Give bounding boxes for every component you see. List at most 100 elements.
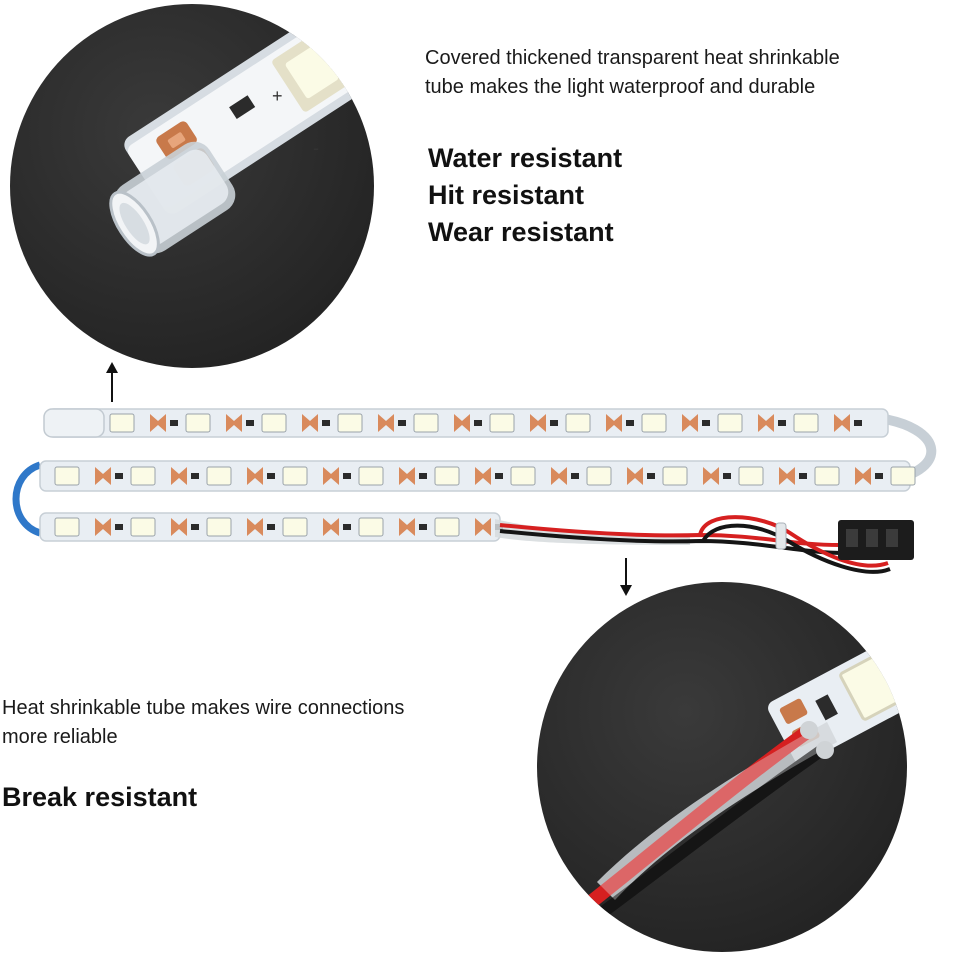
led-chip (358, 517, 384, 537)
led-chip (130, 517, 156, 537)
copper-cut-pad (95, 518, 111, 536)
end-cap-closeup-photo: + - (10, 4, 374, 368)
resistor-chip (246, 420, 254, 426)
led-chip (662, 466, 688, 486)
led-chip (793, 413, 819, 433)
wire-connection-caption-line-1: Heat shrinkable tube makes wire connecti… (2, 697, 405, 719)
led-chip (282, 517, 308, 537)
resistor-chip (875, 473, 883, 479)
copper-cut-pad (551, 467, 567, 485)
copper-cut-pad (171, 518, 187, 536)
copper-cut-pad (226, 414, 242, 432)
led-chip (109, 413, 135, 433)
led-chip (261, 413, 287, 433)
resistor-chip (267, 473, 275, 479)
copper-cut-pad (323, 518, 339, 536)
led-chip (586, 466, 612, 486)
wire-joint-closeup-illustration (537, 613, 907, 952)
wire-connection-caption: Heat shrinkable tube makes wire connecti… (2, 694, 404, 752)
resistor-chip (170, 420, 178, 426)
resistor-chip (778, 420, 786, 426)
copper-cut-pad (606, 414, 622, 432)
led-chip (717, 413, 743, 433)
resistor-chip (267, 524, 275, 530)
resistor-chip (702, 420, 710, 426)
led-chip (337, 413, 363, 433)
feature-wear-resistant: Wear resistant (428, 217, 614, 247)
led-chip (358, 466, 384, 486)
resistor-chip (398, 420, 406, 426)
resistor-chip (723, 473, 731, 479)
waterproof-caption-line-2: tube makes the light waterproof and dura… (425, 76, 816, 98)
resistor-chip (115, 473, 123, 479)
led-chip (282, 466, 308, 486)
resistor-chip (343, 473, 351, 479)
resistor-chip (191, 473, 199, 479)
resistor-chip (854, 420, 862, 426)
copper-cut-pad (475, 518, 491, 536)
led-row-middle (54, 466, 916, 486)
copper-cut-pad (399, 518, 415, 536)
resistor-chip (550, 420, 558, 426)
copper-cut-pad (703, 467, 719, 485)
resistor-chip (191, 524, 199, 530)
wire-connection-caption-line-2: more reliable (2, 726, 118, 748)
end-cap-closeup-illustration: + - (109, 4, 374, 257)
copper-cut-pad (399, 467, 415, 485)
resistor-chip (419, 524, 427, 530)
arrow-up-icon (104, 362, 120, 402)
resistor-chip (115, 524, 123, 530)
led-chip (130, 466, 156, 486)
led-chip (510, 466, 536, 486)
wire-joint-closeup-photo (537, 582, 907, 952)
plus-pad-label: + (272, 86, 283, 106)
resistor-chip (343, 524, 351, 530)
led-chip (738, 466, 764, 486)
top-feature-list: Water resistant Hit resistant Wear resis… (428, 140, 622, 251)
copper-cut-pad (171, 467, 187, 485)
resistor-chip (322, 420, 330, 426)
resistor-chip (474, 420, 482, 426)
waterproof-caption-line-1: Covered thickened transparent heat shrin… (425, 47, 840, 69)
led-strip-illustration (12, 408, 937, 574)
copper-cut-pad (323, 467, 339, 485)
wire-connector (838, 520, 914, 560)
resistor-chip (495, 473, 503, 479)
led-chip (206, 517, 232, 537)
led-chip (434, 466, 460, 486)
copper-cut-pad (95, 467, 111, 485)
copper-cut-pad (150, 414, 166, 432)
waterproof-caption: Covered thickened transparent heat shrin… (425, 44, 840, 102)
copper-cut-pad (378, 414, 394, 432)
copper-cut-pad (627, 467, 643, 485)
resistor-chip (571, 473, 579, 479)
resistor-chip (419, 473, 427, 479)
led-chip (54, 517, 80, 537)
copper-cut-pad (779, 467, 795, 485)
copper-cut-pad (475, 467, 491, 485)
bottom-feature-list: Break resistant (2, 779, 197, 816)
copper-cut-pad (302, 414, 318, 432)
led-chip (814, 466, 840, 486)
feature-water-resistant: Water resistant (428, 143, 623, 173)
resistor-chip (799, 473, 807, 479)
led-chip (890, 466, 916, 486)
led-chip (641, 413, 667, 433)
copper-cut-pad (247, 518, 263, 536)
feature-break-resistant: Break resistant (2, 782, 198, 812)
minus-pad-label: - (313, 138, 319, 158)
resistor-chip (647, 473, 655, 479)
copper-cut-pad (530, 414, 546, 432)
led-chip (489, 413, 515, 433)
arrow-down-icon (618, 558, 634, 598)
led-row-bottom (54, 517, 503, 537)
led-chip (206, 466, 232, 486)
copper-cut-pad (855, 467, 871, 485)
feature-hit-resistant: Hit resistant (428, 180, 585, 210)
resistor-chip (626, 420, 634, 426)
copper-cut-pad (247, 467, 263, 485)
led-chip (413, 413, 439, 433)
led-chip (54, 466, 80, 486)
copper-cut-pad (682, 414, 698, 432)
copper-cut-pad (834, 414, 850, 432)
